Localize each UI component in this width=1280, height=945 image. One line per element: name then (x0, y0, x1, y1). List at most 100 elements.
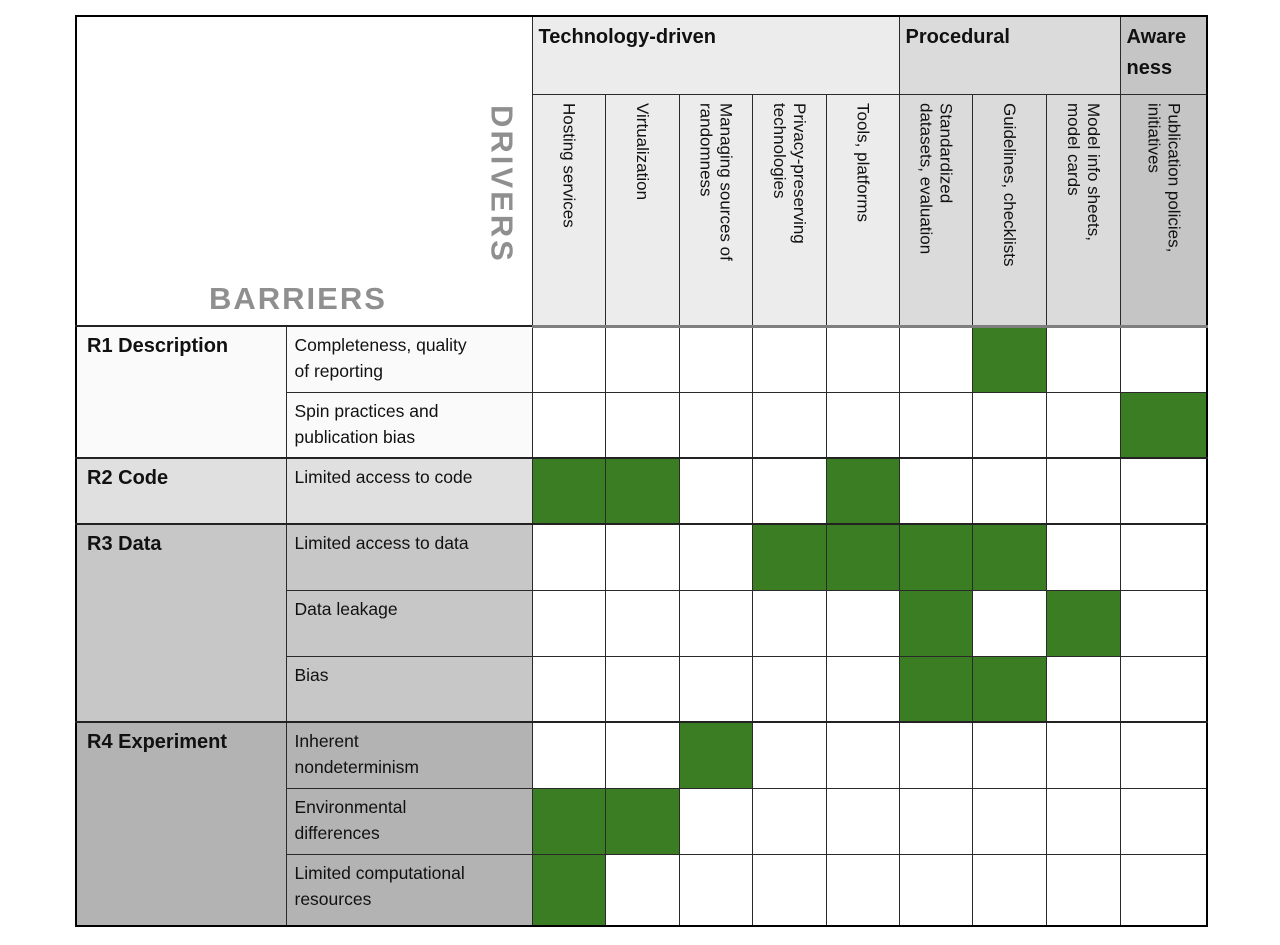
driver-header-label: Publication policies, initiatives (1144, 102, 1184, 252)
barrier-group-r4-experiment: R4 Experiment (75, 721, 287, 927)
matrix-cell (825, 457, 900, 525)
matrix-cell (604, 655, 680, 723)
matrix-cell (751, 325, 827, 393)
matrix-cell (825, 655, 900, 723)
matrix-cell (898, 787, 973, 855)
matrix-cell (1119, 457, 1208, 525)
driver-header-label: Standardized datasets, evaluation (916, 102, 956, 254)
matrix-cell (825, 721, 900, 789)
matrix-cell (971, 787, 1047, 855)
barriers-drivers-matrix: DRIVERS BARRIERS Technology-driven Proce… (75, 15, 1208, 927)
barrier-group-r2-code: R2 Code (75, 457, 287, 525)
matrix-cell (531, 853, 606, 927)
matrix-cell (898, 325, 973, 393)
barrier-bias: Bias (285, 655, 533, 723)
driver-header-label: Virtualization (633, 102, 653, 200)
matrix-cell (751, 787, 827, 855)
matrix-cell (825, 853, 900, 927)
barrier-group-r1-description: R1 Description (75, 325, 287, 459)
matrix-cell (1045, 391, 1121, 459)
driver-header-label: Managing sources of randomness (696, 102, 736, 261)
matrix-cell (898, 853, 973, 927)
matrix-cell (825, 589, 900, 657)
driver-header-label: Guidelines, checklists (1000, 102, 1020, 266)
matrix-cell (678, 589, 753, 657)
matrix-cell (678, 523, 753, 591)
barrier-limited-computational-resources: Limited computational resources (285, 853, 533, 927)
driver-header-hosting-services: Hosting services (531, 93, 606, 328)
matrix-cell (825, 787, 900, 855)
matrix-cell (678, 853, 753, 927)
matrix-cell (898, 589, 973, 657)
matrix-cell (825, 391, 900, 459)
matrix-cell (531, 523, 606, 591)
matrix-cell (1119, 721, 1208, 789)
driver-header-guidelines-checklists: Guidelines, checklists (971, 93, 1047, 328)
driver-header-standardized-datasets-evaluation: Standardized datasets, evaluation (898, 93, 973, 328)
driver-header-publication-policies-initiatives: Publication policies, initiatives (1119, 93, 1208, 328)
driver-header-label: Model info sheets, model cards (1064, 102, 1104, 241)
matrix-cell (971, 457, 1047, 525)
matrix-cell (678, 391, 753, 459)
barrier-limited-access-to-code: Limited access to code (285, 457, 533, 525)
matrix-cell (751, 853, 827, 927)
barrier-environmental-differences: Environmental differences (285, 787, 533, 855)
matrix-cell (1045, 523, 1121, 591)
matrix-cell (531, 457, 606, 525)
matrix-cell (825, 523, 900, 591)
matrix-cell (1045, 721, 1121, 789)
matrix-cell (898, 457, 973, 525)
driver-header-label: Hosting services (559, 102, 579, 228)
matrix-cell (1045, 787, 1121, 855)
matrix-cell (971, 391, 1047, 459)
matrix-cell (604, 853, 680, 927)
barriers-axis-label: BARRIERS (209, 281, 387, 316)
matrix-cell (531, 391, 606, 459)
matrix-cell (898, 721, 973, 789)
driver-group-awareness: Aware ness (1119, 15, 1208, 95)
matrix-cell (1119, 391, 1208, 459)
matrix-cell (971, 523, 1047, 591)
driver-header-tools-platforms: Tools, platforms (825, 93, 900, 328)
driver-header-model-info-sheets-model-cards: Model info sheets, model cards (1045, 93, 1121, 328)
matrix-cell (604, 721, 680, 789)
matrix-cell (531, 787, 606, 855)
matrix-cell (898, 655, 973, 723)
driver-header-label: Tools, platforms (853, 102, 873, 222)
matrix-cell (971, 589, 1047, 657)
matrix-cell (751, 391, 827, 459)
matrix-cell (604, 589, 680, 657)
matrix-cell (678, 787, 753, 855)
matrix-cell (531, 589, 606, 657)
matrix-cell (678, 721, 753, 789)
driver-header-managing-sources-of-randomness: Managing sources of randomness (678, 93, 753, 328)
matrix-cell (971, 853, 1047, 927)
matrix-cell (751, 457, 827, 525)
matrix-cell (1119, 589, 1208, 657)
matrix-cell (1119, 523, 1208, 591)
matrix-cell (1045, 655, 1121, 723)
matrix-cell (751, 721, 827, 789)
matrix-cell (604, 325, 680, 393)
matrix-cell (678, 655, 753, 723)
matrix-cell (898, 391, 973, 459)
drivers-axis-label: DRIVERS (484, 105, 520, 264)
matrix-cell (971, 655, 1047, 723)
matrix-cell (1045, 325, 1121, 393)
matrix-cell (604, 787, 680, 855)
matrix-cell (1045, 457, 1121, 525)
matrix-cell (1045, 589, 1121, 657)
matrix-cell (1119, 655, 1208, 723)
corner-cell: DRIVERS BARRIERS (75, 15, 533, 327)
matrix-cell (1119, 853, 1208, 927)
matrix-cell (604, 457, 680, 525)
matrix-cell (971, 721, 1047, 789)
matrix-cell (604, 523, 680, 591)
barrier-limited-access-to-data: Limited access to data (285, 523, 533, 591)
figure-canvas: DRIVERS BARRIERS Technology-driven Proce… (75, 15, 1208, 927)
barrier-spin-practices-publication-bias: Spin practices and publication bias (285, 391, 533, 459)
matrix-cell (751, 655, 827, 723)
matrix-cell (1119, 325, 1208, 393)
barrier-group-r3-data: R3 Data (75, 523, 287, 723)
driver-group-technology-driven: Technology-driven (531, 15, 900, 95)
